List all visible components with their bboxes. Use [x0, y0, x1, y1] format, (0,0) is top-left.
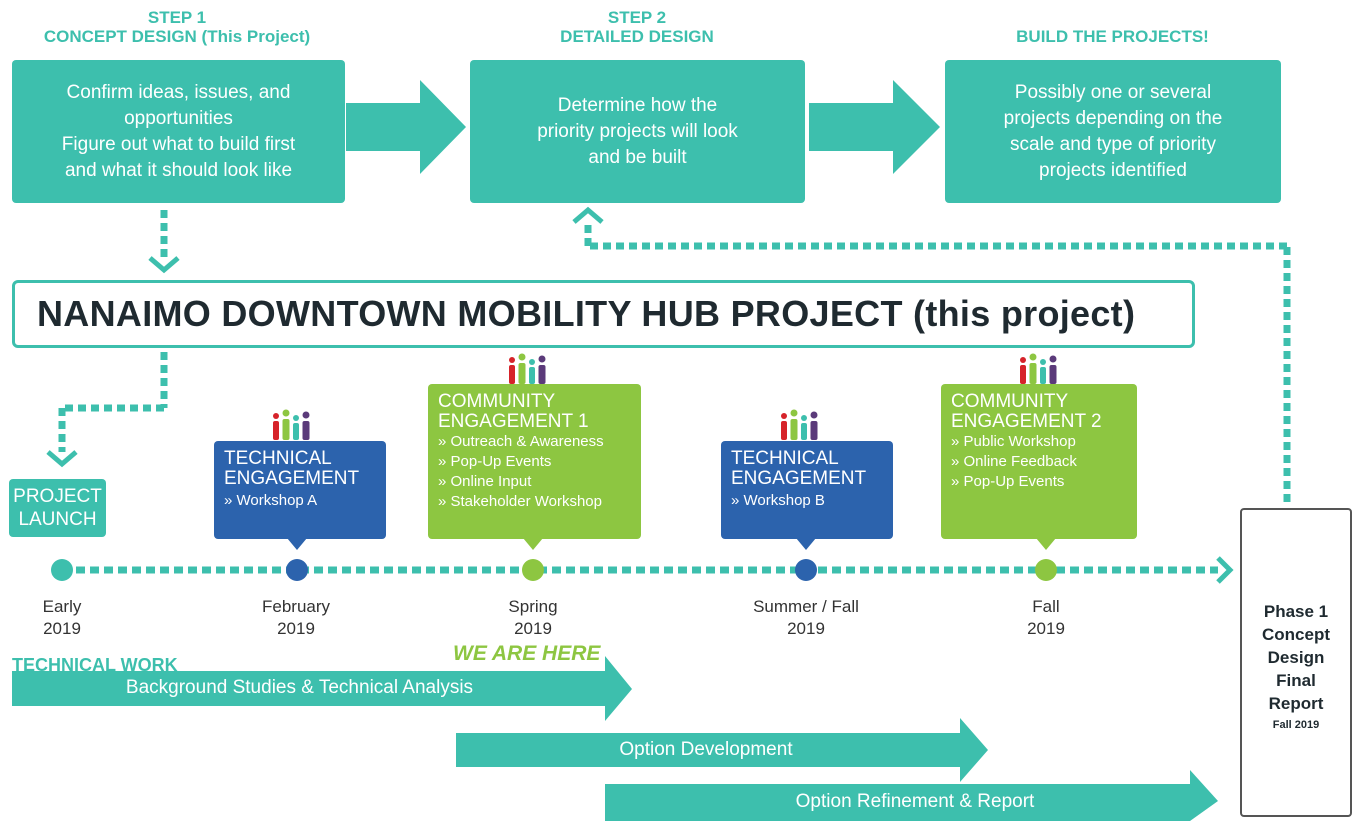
timeline-label-early: Early 2019 [0, 596, 132, 640]
timeline-year: 2019 [787, 619, 825, 638]
timeline-node-february [286, 559, 308, 581]
technical-engagement-b: TECHNICAL ENGAGEMENT » Workshop B [721, 441, 893, 539]
box-item: » Online Input [438, 473, 532, 490]
step2-box: Determine how the priority projects will… [470, 60, 805, 203]
bar-label-option-development: Option Development [619, 739, 793, 760]
box-item: » Workshop B [731, 492, 825, 509]
timeline-node-fall [1035, 559, 1057, 581]
box-title: COMMUNITY [438, 391, 556, 412]
timeline-label: Spring [508, 597, 558, 616]
step3-box: Possibly one or several projects dependi… [945, 60, 1281, 203]
timeline-year: 2019 [514, 619, 552, 638]
step1-line: Figure out what to build first [61, 133, 296, 155]
box-title: TECHNICAL [224, 448, 332, 469]
box-item: » Pop-Up Events [438, 453, 552, 470]
step2-header: STEP 2 DETAILED DESIGN [470, 8, 804, 46]
box-item: » Online Feedback [951, 453, 1077, 470]
technical-engagement-a: TECHNICAL ENGAGEMENT » Workshop A [214, 441, 386, 539]
timeline-year: 2019 [277, 619, 315, 638]
timeline-label: Summer / Fall [753, 597, 859, 616]
step2-line: Determine how the [557, 94, 718, 116]
timeline-node-early [51, 559, 73, 581]
box-title: COMMUNITY [951, 391, 1069, 412]
step1-head1: STEP 1 [147, 8, 207, 27]
step3-line: projects depending on the [1003, 107, 1223, 129]
box-item: » Workshop A [224, 492, 318, 509]
chevron-down-icon [148, 256, 180, 274]
timeline-label-fall: Fall 2019 [976, 596, 1116, 640]
box-title: TECHNICAL [731, 448, 839, 469]
project-title: NANAIMO DOWNTOWN MOBILITY HUB PROJECT (t… [12, 280, 1195, 348]
people-icon [509, 353, 546, 384]
timeline-label-summer-fall: Summer / Fall 2019 [736, 596, 876, 640]
timeline-label-spring: Spring 2019 [463, 596, 603, 640]
report-line: Concept [1262, 625, 1330, 644]
report-line: Design [1267, 648, 1325, 667]
timeline-label: Fall [1032, 597, 1060, 616]
people-icon [1020, 353, 1057, 384]
box-item: » Outreach & Awareness [438, 433, 604, 450]
timeline-year: 2019 [43, 619, 81, 638]
people-icon [781, 409, 818, 440]
bar-arrow-option-refinement [605, 770, 1218, 821]
step-arrow-2 [809, 80, 940, 174]
we-are-here-label: WE ARE HERE [453, 642, 601, 665]
step1-line: and what it should look like [64, 159, 293, 181]
step1-line: Confirm ideas, issues, and [66, 81, 291, 103]
bar-arrow-option-development [456, 718, 988, 782]
community-engagement-2: COMMUNITY ENGAGEMENT 2 » Public Workshop… [941, 384, 1137, 539]
timeline-label: February [261, 597, 331, 616]
box-title: ENGAGEMENT [731, 468, 867, 489]
step2-line: and be built [588, 146, 687, 168]
timeline-label: Early [42, 597, 82, 616]
step3-line: projects identified [1039, 159, 1187, 181]
final-report-box: Phase 1 Concept Design Final Report Fall… [1240, 508, 1352, 817]
step3-head2: BUILD THE PROJECTS! [1016, 27, 1209, 46]
box-title: ENGAGEMENT 1 [438, 411, 589, 432]
step3-header: BUILD THE PROJECTS! [945, 27, 1280, 46]
people-icon [273, 409, 310, 440]
report-date: Fall 2019 [1272, 719, 1320, 731]
box-item: » Stakeholder Workshop [438, 493, 602, 510]
timeline-label-february: February 2019 [226, 596, 366, 640]
box-title: ENGAGEMENT 2 [951, 411, 1102, 432]
bar-label-background: Background Studies & Technical Analysis [125, 677, 474, 698]
timeline-node-spring [522, 559, 544, 581]
report-line: Phase 1 [1263, 602, 1329, 621]
step1-line: opportunities [124, 107, 233, 129]
step2-head2: DETAILED DESIGN [560, 27, 714, 46]
project-title-text: NANAIMO DOWNTOWN MOBILITY HUB PROJECT (t… [37, 293, 1136, 334]
report-line: Final [1276, 671, 1316, 690]
step3-line: scale and type of priority [1010, 133, 1216, 155]
chevron-right-icon [1216, 556, 1234, 584]
chevron-down-icon [46, 450, 78, 468]
step3-line: Possibly one or several [1014, 81, 1212, 103]
timeline-year: 2019 [1027, 619, 1065, 638]
bar-label-option-refinement: Option Refinement & Report [795, 791, 1035, 812]
community-engagement-1: COMMUNITY ENGAGEMENT 1 » Outreach & Awar… [428, 384, 641, 539]
box-item: » Pop-Up Events [951, 473, 1065, 490]
project-launch-box: PROJECT LAUNCH [9, 479, 106, 537]
box-item: » Public Workshop [951, 433, 1076, 450]
step1-box: Confirm ideas, issues, and opportunities… [12, 60, 345, 203]
report-line: Report [1268, 694, 1324, 713]
step-arrow-1 [346, 80, 466, 174]
launch-line2: LAUNCH [18, 509, 97, 530]
step1-head2: CONCEPT DESIGN (This Project) [43, 27, 311, 46]
chevron-up-icon [572, 206, 604, 224]
step2-line: priority projects will look [537, 120, 738, 142]
technical-work-heading: TECHNICAL WORK [12, 655, 178, 675]
step2-head1: STEP 2 [607, 8, 667, 27]
launch-line1: PROJECT [13, 486, 102, 507]
box-title: ENGAGEMENT [224, 468, 360, 489]
bar-arrow-background [12, 656, 632, 721]
timeline-node-summer-fall [795, 559, 817, 581]
step1-header: STEP 1 CONCEPT DESIGN (This Project) [12, 8, 342, 46]
